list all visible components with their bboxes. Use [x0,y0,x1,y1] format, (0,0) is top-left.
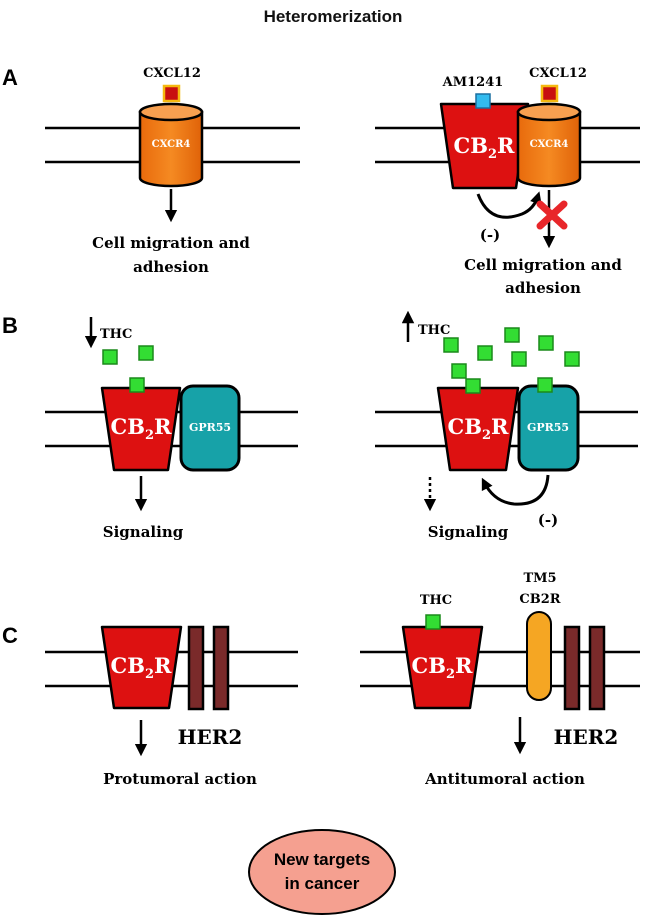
conclusion-bubble: New targets in cancer [248,829,396,915]
outcome-a-right-line1: Cell migration and [464,256,622,274]
cb2r-receptor-b-right: CB2R [436,386,520,472]
thc-ligand [138,345,154,361]
cb2r-label-c-left: CB2R [111,653,173,682]
thc-ligand [511,351,527,367]
cb2r-receptor-c-right: CB2R [401,625,484,710]
cb2r-receptor-c-left: CB2R [100,625,183,710]
outcome-c-right: Antitumoral action [424,770,585,788]
blocked-x-icon [536,200,568,230]
conclusion-line2: in cancer [285,874,360,893]
inhibition-arrow-b [481,474,550,506]
thc-label-b-left: THC [100,327,132,342]
cxcl12-label-right: CXCL12 [529,66,587,81]
panel-a: A CXCR4 CXCL12 Cell migration and adhesi… [2,65,640,297]
thc-ligand [538,335,554,351]
outcome-a-left-line2: adhesion [133,258,209,276]
thc-ligand [504,327,520,343]
am1241-ligand [475,93,491,109]
cb2r-label-b-left: CB2R [111,414,173,443]
thc-ligand-c [425,614,441,630]
panel-a-letter: A [2,65,18,90]
thc-ligand [102,349,118,365]
panel-c-letter: C [2,623,18,648]
panel-c: C CB2R HER2 Protumoral action CB2R THC T… [2,571,640,788]
cb2r-label-c-right: CB2R [412,653,474,682]
thc-ligand [451,363,467,379]
inhibition-arrow-a [476,191,542,219]
panel-b-letter: B [2,313,18,338]
thc-ligand [564,351,580,367]
diagram-title: Heteromerization [264,7,403,26]
cxcr4-label-left: CXCR4 [152,139,191,150]
her2-receptor-c-left [187,625,230,711]
thc-ligand [477,345,493,361]
her2-label-c-right: HER2 [554,725,619,749]
cb2r-label-a: CB2R [454,133,516,162]
am1241-label: AM1241 [442,75,504,90]
cxcr4-receptor-left: CXCR4 [138,102,204,188]
cb2r-receptor-b-left: CB2R [100,386,182,472]
thc-ligand [537,377,553,393]
thc-ligands-b-right [443,327,580,394]
conclusion-line1: New targets [274,850,370,869]
tm5-label-line2: CB2R [519,592,560,607]
cxcr4-label-right: CXCR4 [530,139,569,150]
thc-ligand [129,377,145,393]
cxcr4-receptor-right: CXCR4 [516,102,582,188]
panel-b: B THC CB2R GPR55 Signaling THC [2,310,638,541]
cb2r-receptor-a: CB2R [439,102,530,190]
gpr55-label-b-right: GPR55 [527,421,569,434]
gpr55-receptor-b-right: GPR55 [517,384,580,472]
outcome-b-left: Signaling [103,523,184,541]
tm5-peptide [526,611,552,701]
tm5-label-line1: TM5 [523,571,556,586]
outcome-a-left-line1: Cell migration and [92,234,250,252]
gpr55-label-b-left: GPR55 [189,421,231,434]
her2-label-c-left: HER2 [178,725,243,749]
cxcl12-ligand-right [540,84,559,103]
cxcl12-label-left: CXCL12 [143,66,201,81]
thc-ligands-b-left [102,345,154,393]
cb2r-label-b-right: CB2R [448,414,510,443]
outcome-c-left: Protumoral action [103,770,257,788]
cxcl12-ligand-left [162,84,181,103]
thc-label-b-right: THC [418,323,450,338]
thc-label-c: THC [420,593,452,608]
inhibition-label-a: (-) [480,226,500,244]
thc-ligand [443,337,459,353]
outcome-a-right-line2: adhesion [505,279,581,297]
gpr55-receptor-b-left: GPR55 [179,384,241,472]
inhibition-label-b: (-) [538,511,558,529]
thc-ligand [465,378,481,394]
outcome-b-right: Signaling [428,523,509,541]
her2-receptor-c-right [563,625,606,711]
